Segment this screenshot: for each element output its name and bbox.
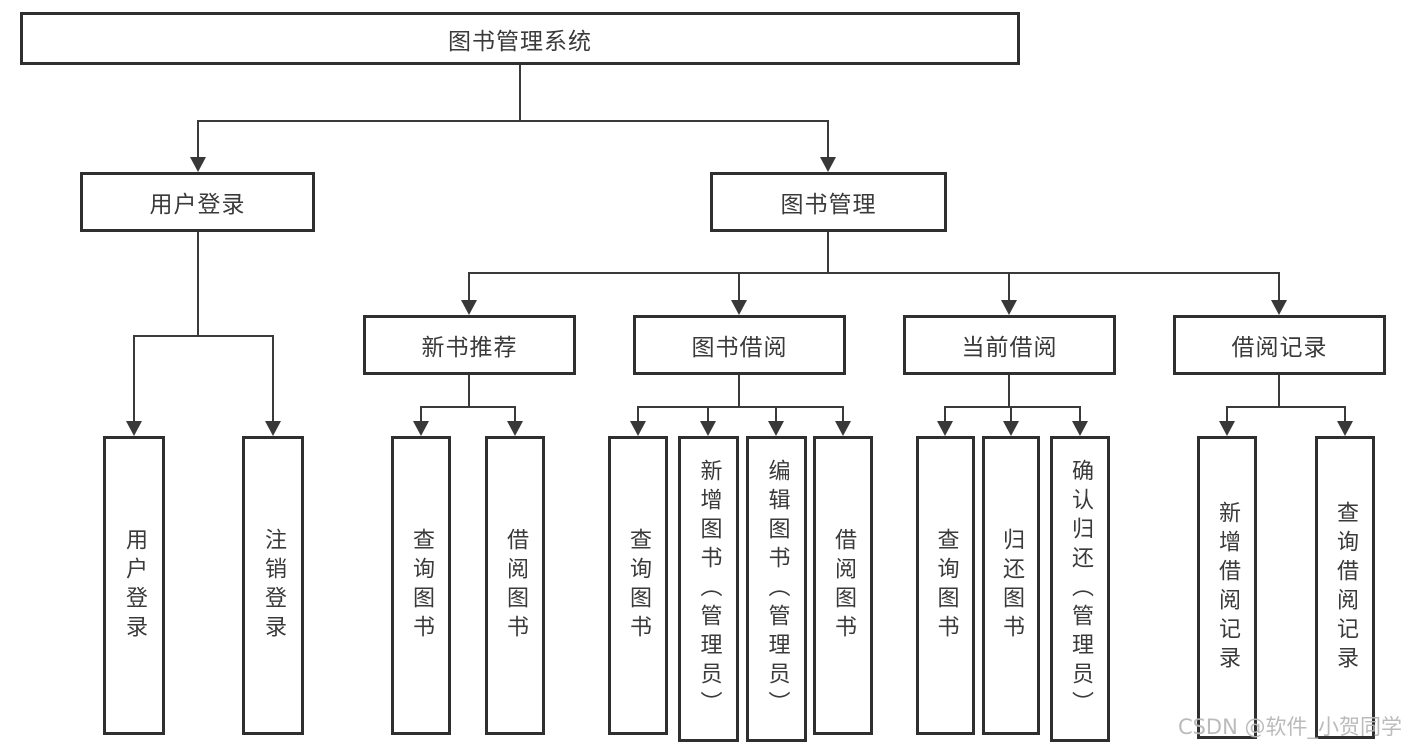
connector-line (1008, 272, 1010, 302)
arrow-down-icon (413, 421, 429, 436)
connector-line (944, 406, 946, 423)
connector-line (420, 406, 422, 423)
leaf-borrow-books-recommend: 借阅图书 (485, 436, 545, 735)
leaf-query-borrow-record: 查询借阅记录 (1315, 436, 1375, 739)
node-user-login: 用户登录 (80, 172, 315, 232)
leaf-user-login: 用户登录 (103, 436, 165, 735)
leaf-add-book-admin: 新增图书（管理员） (678, 436, 739, 742)
connector-line (738, 272, 740, 302)
leaf-return-books: 归还图书 (982, 436, 1040, 735)
connector-line (1079, 406, 1081, 423)
connector-line (637, 406, 844, 408)
node-current-borrowing: 当前借阅 (903, 315, 1116, 375)
connector-line (827, 120, 829, 162)
leaf-borrow-books-borrowing: 借阅图书 (813, 436, 873, 735)
connector-line (197, 232, 199, 336)
node-label: 新增图书（管理员） (696, 458, 722, 720)
connector-line (1344, 406, 1346, 423)
arrow-down-icon (700, 421, 716, 436)
arrow-down-icon (820, 157, 836, 172)
node-label: 用户登录 (149, 192, 246, 218)
connector-line (637, 406, 639, 423)
node-book-management: 图书管理 (710, 172, 947, 232)
node-label: 查询图书 (626, 527, 651, 644)
node-label: 用户登录 (122, 527, 147, 644)
node-label: 新增借阅记录 (1215, 500, 1240, 675)
node-label: 查询借阅记录 (1333, 500, 1358, 675)
arrow-down-icon (731, 300, 747, 315)
connector-line (707, 406, 709, 423)
arrow-down-icon (1001, 300, 1017, 315)
node-label: 当前借阅 (961, 335, 1058, 361)
node-label: 图书管理系统 (448, 28, 592, 55)
leaf-confirm-return-admin: 确认归还（管理员） (1050, 436, 1110, 742)
node-new-book-recommend: 新书推荐 (363, 315, 576, 375)
arrow-down-icon (1003, 421, 1019, 436)
connector-line (197, 120, 829, 122)
arrow-down-icon (126, 421, 142, 436)
arrow-down-icon (265, 421, 281, 436)
node-label: 借阅图书 (503, 527, 528, 644)
arrow-down-icon (768, 421, 784, 436)
leaf-edit-book-admin: 编辑图书（管理员） (746, 436, 807, 742)
connector-line (1226, 406, 1228, 423)
connector-line (775, 406, 777, 423)
connector-line (519, 65, 521, 121)
leaf-query-books-current: 查询图书 (916, 436, 975, 735)
connector-line (842, 406, 844, 423)
node-label: 图书借阅 (691, 335, 788, 361)
connector-line (944, 406, 1080, 408)
node-borrowing-records: 借阅记录 (1173, 315, 1386, 375)
connector-line (133, 335, 274, 337)
arrow-down-icon (190, 157, 206, 172)
connector-line (133, 335, 135, 423)
arrow-down-icon (1337, 421, 1353, 436)
connector-line (514, 406, 516, 423)
connector-line (1008, 375, 1010, 407)
node-label: 图书管理 (780, 192, 877, 218)
csdn-watermark: CSDN @软件_小贺同学 (1177, 715, 1402, 739)
connector-line (468, 272, 470, 302)
arrow-down-icon (461, 300, 477, 315)
node-label: 查询图书 (409, 527, 434, 644)
arrow-down-icon (835, 421, 851, 436)
node-book-borrowing: 图书借阅 (633, 315, 846, 375)
connector-line (827, 232, 829, 273)
leaf-query-books-recommend: 查询图书 (391, 436, 451, 735)
node-label: 编辑图书（管理员） (764, 458, 790, 720)
arrow-down-icon (630, 421, 646, 436)
node-library-system: 图书管理系统 (20, 12, 1020, 65)
arrow-down-icon (1271, 300, 1287, 315)
arrow-down-icon (937, 421, 953, 436)
connector-line (1278, 272, 1280, 302)
node-label: 确认归还（管理员） (1068, 458, 1093, 720)
node-label: 借阅图书 (831, 527, 856, 644)
connector-line (1010, 406, 1012, 423)
connector-line (1226, 406, 1346, 408)
connector-line (1278, 375, 1280, 407)
leaf-query-books-borrowing: 查询图书 (608, 436, 668, 735)
connector-line (738, 375, 740, 407)
connector-line (468, 272, 1280, 274)
node-label: 新书推荐 (421, 335, 518, 361)
node-label: 查询图书 (933, 527, 959, 644)
node-label: 借阅记录 (1231, 335, 1328, 361)
connector-line (468, 375, 470, 407)
node-label: 注销登录 (261, 527, 286, 644)
connector-line (272, 335, 274, 423)
arrow-down-icon (1072, 421, 1088, 436)
arrow-down-icon (1219, 421, 1235, 436)
connector-line (420, 406, 516, 408)
connector-line (197, 120, 199, 162)
node-label: 归还图书 (999, 527, 1024, 644)
leaf-add-borrow-record: 新增借阅记录 (1197, 436, 1257, 739)
leaf-logout: 注销登录 (242, 436, 304, 735)
arrow-down-icon (507, 421, 523, 436)
